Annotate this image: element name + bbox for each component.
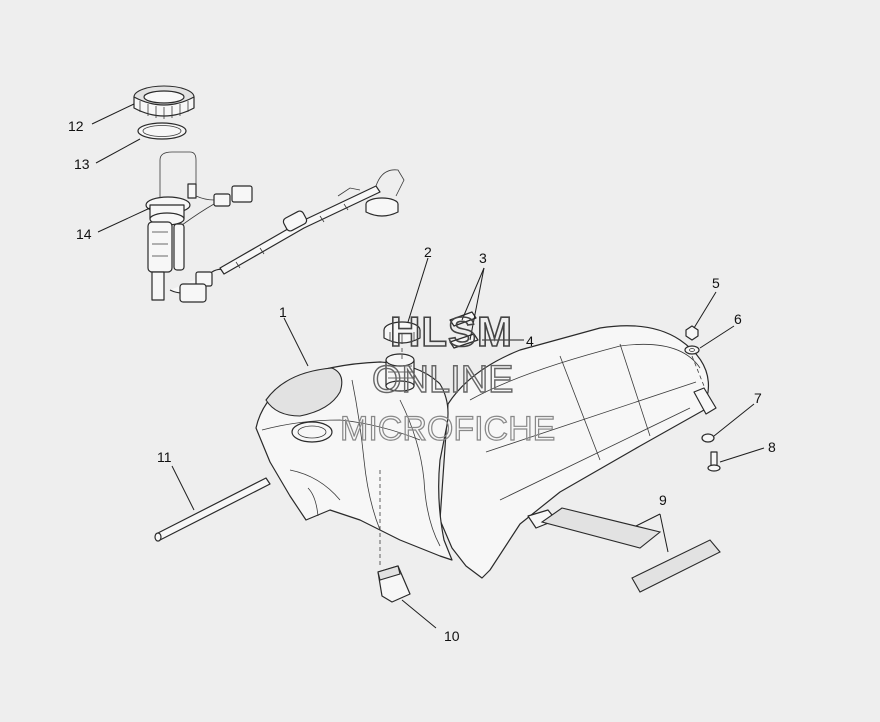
callout-13: 13: [74, 156, 90, 172]
callout-1: 1: [279, 304, 287, 320]
callout-4: 4: [526, 333, 534, 349]
lock-ring-part: [133, 85, 195, 119]
fuel-tank-part: [255, 325, 717, 579]
callout-12: 12: [68, 118, 84, 134]
rod-part: [154, 477, 271, 542]
watermark-line-1: HLSM: [390, 308, 513, 355]
cap-part: [383, 321, 421, 344]
fastener-bolt-part: [707, 451, 721, 472]
watermark: HLSM ONLINE MICROFICHE: [339, 307, 556, 448]
pad-part: [540, 507, 721, 593]
callout-labels: 1 2 3 4 5 6 7 8 9 10 11 12 13 14: [68, 118, 776, 644]
callout-14: 14: [76, 226, 92, 242]
fastener-nut-part: [685, 325, 699, 341]
callout-5: 5: [712, 275, 720, 291]
watermark-line-2: ONLINE: [372, 359, 513, 401]
callout-2: 2: [424, 244, 432, 260]
leader-lines: [91, 103, 765, 629]
callout-6: 6: [734, 311, 742, 327]
fuel-pump-assembly-part: [145, 151, 405, 303]
callout-3: 3: [479, 250, 487, 266]
callout-8: 8: [768, 439, 776, 455]
watermark-line-3: MICROFICHE: [340, 410, 555, 448]
damper-block-part: [377, 565, 411, 603]
callout-11: 11: [157, 449, 172, 465]
fastener-nut-lower-part: [701, 433, 715, 443]
callout-7: 7: [754, 390, 762, 406]
seal-ring-part: [137, 122, 187, 140]
fastener-washer-part: [684, 345, 700, 355]
callout-9: 9: [659, 492, 667, 508]
callout-10: 10: [444, 628, 460, 644]
